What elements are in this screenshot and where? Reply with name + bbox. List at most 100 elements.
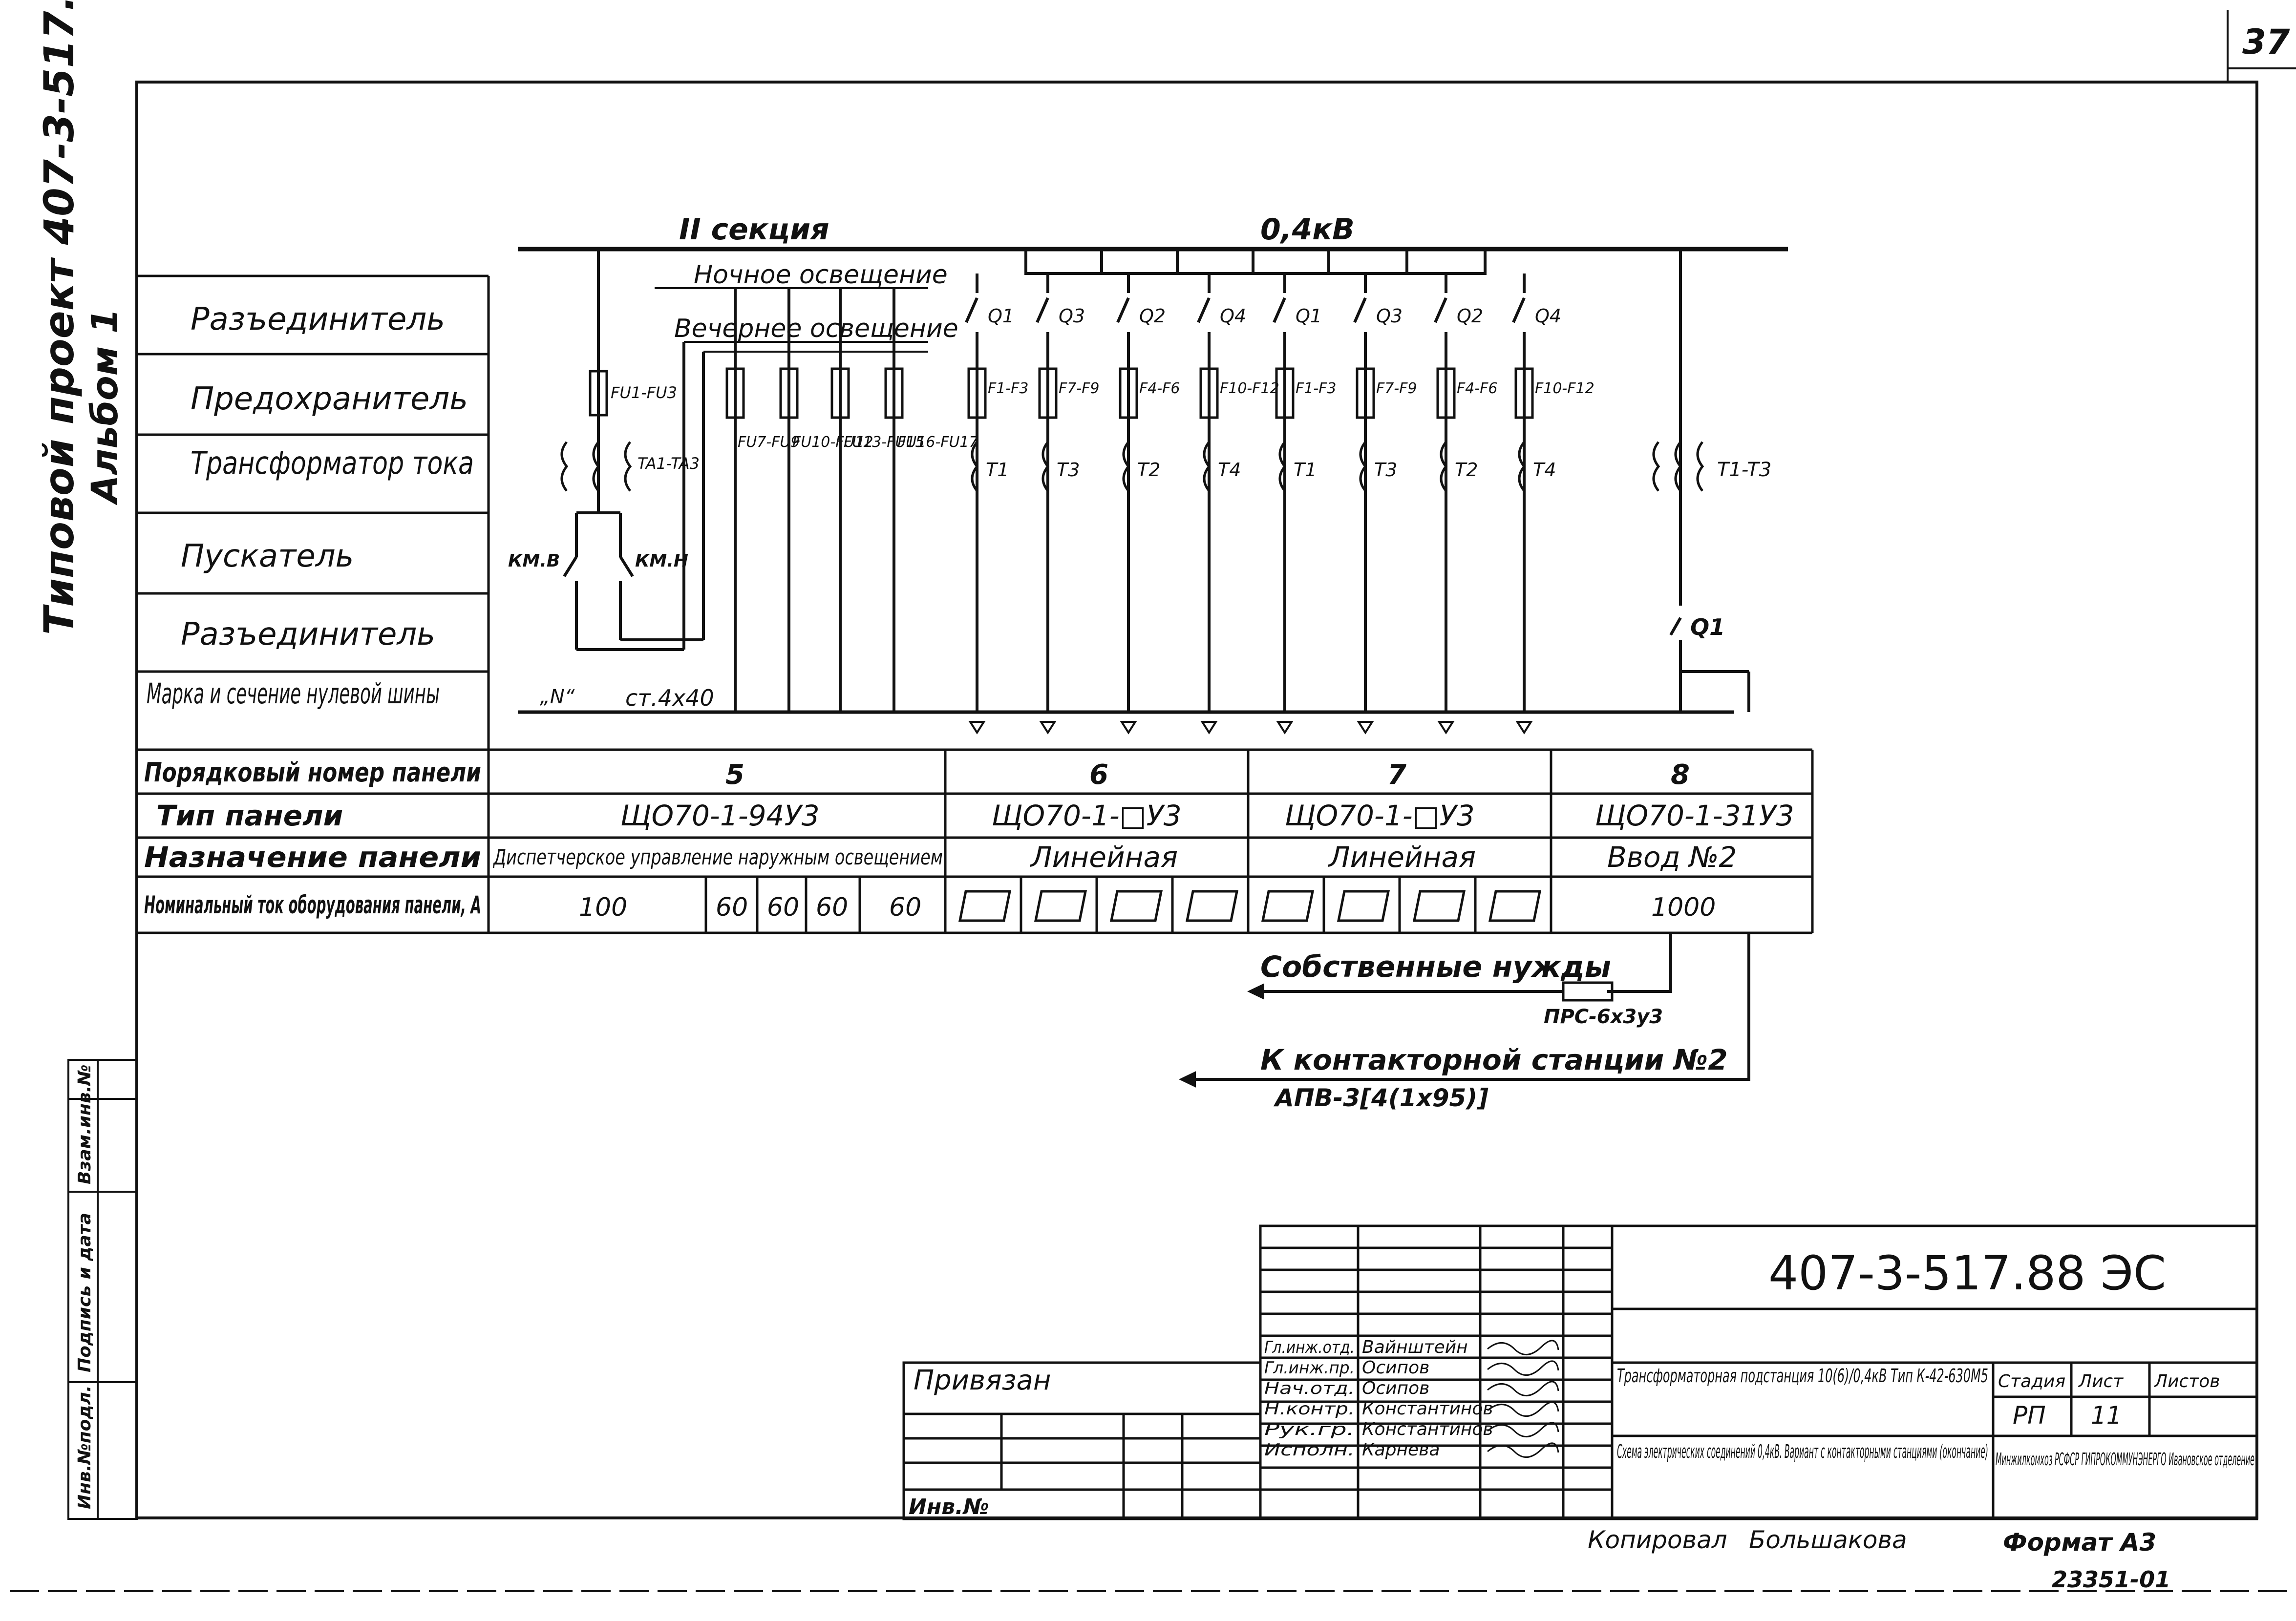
input-ct-label: T1-T3 xyxy=(1717,459,1771,481)
feeder-ct-label: T4 xyxy=(1218,459,1241,481)
table-header-type: Тип панели xyxy=(156,799,343,832)
panel-5-purpose: Диспетчерское управление наружным освеще… xyxy=(492,845,943,870)
staff-role: Н.контр. xyxy=(1264,1399,1355,1419)
lighting-fuse-label-1: FU7-FU9 xyxy=(738,434,800,451)
input-feeder xyxy=(1652,249,1750,712)
feeder-column xyxy=(1197,274,1219,735)
staff-role: Исполн. xyxy=(1264,1440,1355,1460)
bus-voltage-label: 0,4кВ xyxy=(1260,212,1355,247)
feeder-ct-label: T3 xyxy=(1374,459,1397,481)
panel-5-current-3: 60 xyxy=(767,893,799,922)
feeder-fuse-label: F10-F12 xyxy=(1220,380,1279,397)
starter-label-evening: КМ.В xyxy=(508,551,560,571)
table-header-purpose: Назначение панели xyxy=(144,841,481,874)
feeder-ct-label: T2 xyxy=(1455,459,1478,481)
staff-rows: Гл.инж.отд.ВайнштейнГл.инж.пр.ОсиповНач.… xyxy=(1264,1337,1559,1460)
feeder-switch-label: Q3 xyxy=(1376,305,1403,327)
aux-needs-label: Собственные нужды xyxy=(1260,950,1611,984)
lighting-ct-label: TA1-TA3 xyxy=(638,454,700,473)
panel-table-grid xyxy=(137,748,1814,934)
evening-lighting-label: Вечернее освещение xyxy=(674,314,958,343)
stage-header: Стадия xyxy=(1998,1371,2065,1391)
staff-role: Гл.инж.пр. xyxy=(1264,1358,1355,1378)
feeder-switch-label: Q3 xyxy=(1059,305,1085,327)
feeder-fuse-label: F1-F3 xyxy=(1296,380,1337,397)
feeder-column xyxy=(1273,274,1295,735)
sheet-value: 11 xyxy=(2091,1401,2122,1430)
feeder-fuse-label: F4-F6 xyxy=(1139,380,1180,397)
lighting-fuse-label-4: FU16-FU17 xyxy=(897,434,978,451)
feeder-switch-label: Q1 xyxy=(988,305,1014,327)
copied-by-label: Копировал xyxy=(1588,1526,1727,1554)
empty-current-boxes xyxy=(958,890,1542,922)
table-header-number: Порядковый номер панели xyxy=(144,757,481,788)
table-header-current: Номинальный ток оборудования панели, А xyxy=(144,891,481,919)
neutral-bus-spec: ст.4х40 xyxy=(625,685,714,711)
panel-6-number: 6 xyxy=(1089,759,1108,791)
feeder-switch-label: Q2 xyxy=(1139,305,1166,327)
signature xyxy=(1487,1401,1559,1417)
side-stamp-replace: Взам.инв.№ xyxy=(75,1064,95,1184)
inv-number-label: Инв.№ xyxy=(909,1495,989,1519)
feeder-column xyxy=(1036,274,1058,735)
feeder-column xyxy=(1353,274,1375,735)
feeder-column xyxy=(1512,274,1534,735)
side-project-title: Типовой проект 407-3-517.88 xyxy=(35,0,83,635)
panel-8-purpose: Ввод №2 xyxy=(1607,841,1737,874)
feeder-fuse-label: F7-F9 xyxy=(1059,380,1100,397)
copied-by-name: Большакова xyxy=(1749,1526,1907,1554)
contactor-cable-label: АПВ-3[4(1х95)] xyxy=(1273,1084,1488,1112)
lighting-fuse-label-main: FU1-FU3 xyxy=(611,383,677,402)
feeder-ct-label: T2 xyxy=(1137,459,1160,481)
feeder-fuse-label: F4-F6 xyxy=(1457,380,1498,397)
feeder-ct-label: T4 xyxy=(1533,459,1556,481)
feeder-switch-label: Q4 xyxy=(1220,305,1246,327)
staff-name: Константинов xyxy=(1362,1399,1493,1419)
feeder-switch-label: Q2 xyxy=(1457,305,1483,327)
staff-name: Вайнштейн xyxy=(1362,1337,1468,1357)
lighting-fuse-label-2: FU10-FU12 xyxy=(792,434,873,451)
feeder-fuse-label: F1-F3 xyxy=(988,380,1029,397)
sheet-title: Схема электрических соединений 0,4кВ. Ва… xyxy=(1617,1441,1988,1462)
signature xyxy=(1487,1422,1559,1438)
signature xyxy=(1487,1360,1559,1376)
row-label-disconnector: Разъединитель xyxy=(191,301,445,337)
row-label-disconnector2: Разъединитель xyxy=(181,616,435,653)
signature xyxy=(1487,1442,1559,1458)
row-label-starter: Пускатель xyxy=(181,538,354,574)
title-block-grid xyxy=(902,1224,2258,1520)
row-label-table xyxy=(137,274,490,750)
panel-8-current: 1000 xyxy=(1651,893,1716,922)
staff-role: Нач.отд. xyxy=(1264,1379,1355,1398)
panel-5-current-4: 60 xyxy=(816,893,848,922)
sheets-header: Листов xyxy=(2153,1371,2220,1391)
aux-cable-label: ПРС-6х3у3 xyxy=(1544,1006,1663,1028)
panel-5-number: 5 xyxy=(725,759,744,791)
panel-5-type: ЩО70-1-94У3 xyxy=(620,799,820,832)
schematic xyxy=(518,247,1788,714)
feeder-fuse-label: F7-F9 xyxy=(1376,380,1417,397)
neutral-bus-n-label: „N“ xyxy=(540,686,575,708)
side-stamp-strip xyxy=(67,1059,138,1520)
outgoing-cables xyxy=(1179,933,1750,1088)
lighting-fuse-label-3: FU13-FU15 xyxy=(844,434,925,451)
feeder-switch-label: Q1 xyxy=(1296,305,1322,327)
night-lighting-label: Ночное освещение xyxy=(694,260,948,290)
archive-number: 23351-01 xyxy=(2052,1566,2170,1593)
side-album-label: Альбом 1 xyxy=(84,308,126,505)
input-switch-label: Q1 xyxy=(1690,614,1725,640)
panel-5-current-5: 60 xyxy=(889,893,921,922)
row-label-current-transformer: Трансформатор тока xyxy=(191,445,474,482)
feeder-ct-label: T1 xyxy=(986,459,1009,481)
starter-label-night: КМ.Н xyxy=(635,551,688,571)
signature xyxy=(1487,1381,1559,1397)
panel-6-purpose: Линейная xyxy=(1030,841,1178,874)
document-code: 407-3-517.88 ЭС xyxy=(1768,1246,2166,1301)
organization: Минжилкомхоз РСФСР ГИПРОКОММУНЭНЕРГО Ива… xyxy=(1996,1450,2254,1470)
feeder-column xyxy=(1434,274,1456,735)
linear-feeders xyxy=(1024,249,1487,275)
feeder-column xyxy=(965,274,987,735)
staff-name: Осипов xyxy=(1362,1378,1429,1398)
